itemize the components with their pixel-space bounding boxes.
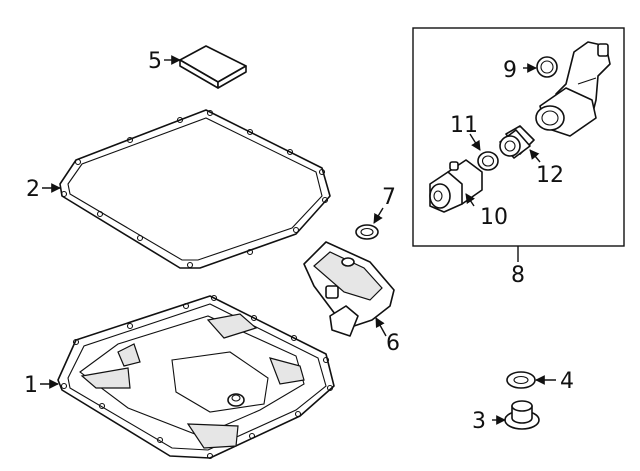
callout-3: 3 — [472, 409, 486, 434]
gasket-bolt-holes — [60, 109, 329, 269]
callout-9: 9 — [503, 58, 517, 83]
callout-1: 1 — [24, 373, 38, 398]
callout-8: 8 — [511, 263, 525, 288]
callout-6: 6 — [386, 331, 400, 356]
part-12-sleeve[interactable] — [499, 125, 535, 159]
part-1-oil-pan[interactable] — [57, 294, 335, 460]
part-6-filter[interactable] — [303, 241, 395, 337]
part-11-o-ring[interactable] — [477, 151, 499, 171]
pan-bolt-holes — [60, 294, 334, 460]
callout-11: 11 — [450, 113, 478, 138]
part-9-o-ring[interactable] — [536, 56, 558, 78]
part-3-drain-plug[interactable] — [504, 400, 540, 430]
callout-5: 5 — [148, 49, 162, 74]
part-4-washer[interactable] — [506, 371, 536, 389]
callout-10: 10 — [480, 205, 508, 230]
leader-lines — [40, 55, 556, 425]
part-2-gasket[interactable] — [59, 109, 331, 269]
callout-4: 4 — [560, 369, 574, 394]
part-10-valve[interactable] — [429, 159, 483, 213]
part-5-pad[interactable] — [179, 45, 247, 89]
callout-2: 2 — [26, 177, 40, 202]
part-7-seal[interactable] — [355, 224, 379, 240]
callout-12: 12 — [536, 163, 564, 188]
solenoid-housing[interactable] — [535, 41, 611, 137]
callout-7: 7 — [382, 185, 396, 210]
